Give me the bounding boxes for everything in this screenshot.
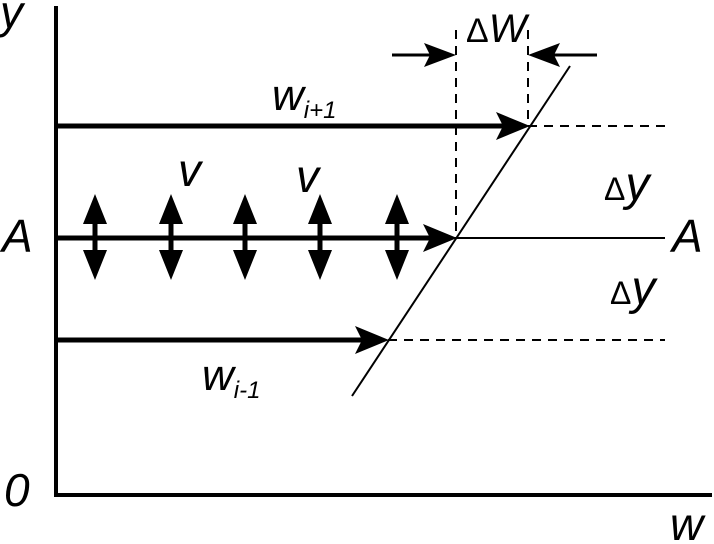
a-label-left: A: [0, 210, 33, 262]
velocity-arrow: [83, 194, 107, 280]
w-upper-label: wi+1: [272, 71, 336, 124]
slanted-line: [351, 65, 571, 397]
velocity-arrow: [233, 194, 257, 280]
velocity-arrow: [159, 194, 183, 280]
v-label-left: v: [178, 144, 204, 196]
arrow-w-lower: [56, 326, 389, 354]
delta-w-right-arrow: [528, 43, 597, 67]
x-axis-label: w: [670, 498, 706, 544]
origin-label: 0: [4, 464, 30, 516]
delta-w-left-arrow: [392, 43, 456, 67]
arrow-w-upper: [56, 112, 530, 140]
velocity-arrow: [308, 194, 332, 280]
delta-w-label: ΔW: [466, 7, 530, 51]
velocity-arrow: [385, 194, 409, 280]
delta-y-upper-label: Δy: [604, 158, 652, 211]
y-axis-label: y: [0, 0, 26, 38]
a-label-right: A: [669, 210, 703, 262]
v-label-right: v: [296, 150, 322, 202]
w-lower-label: wi-1: [202, 351, 260, 404]
delta-y-lower-label: Δy: [610, 262, 658, 315]
